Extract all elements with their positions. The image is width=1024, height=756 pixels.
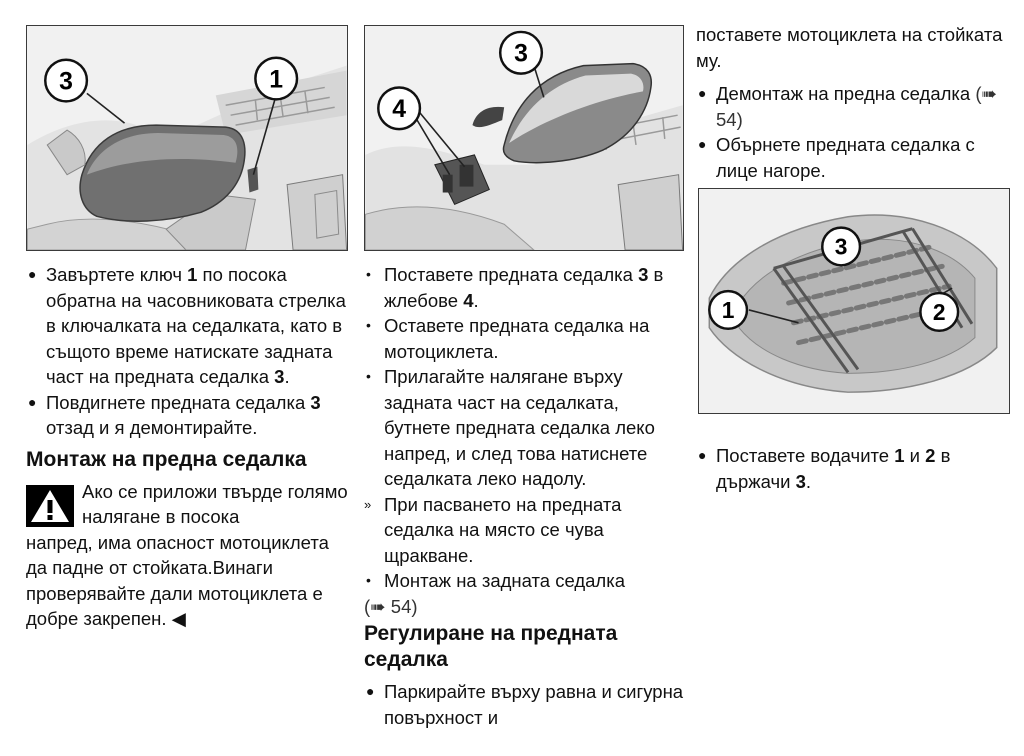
list-item: • Оставете предната седалка на мотоцикле… <box>366 315 650 362</box>
result-item: » При пасването на предната седалка на м… <box>364 493 622 566</box>
bullet-icon: ● <box>698 85 707 101</box>
figure-seat-underside: 3 1 2 <box>698 188 1010 414</box>
column-3-text-top: поставете мотоциклета на стойката му. ● … <box>696 22 1016 183</box>
column-1-text: ● Завъртете ключ 1 по посока обратна на … <box>26 262 348 632</box>
list-item: ● Обърнете предната седалка с лице нагор… <box>698 134 975 181</box>
callout-3: 3 <box>59 68 73 95</box>
seat-removal-illustration: 3 1 <box>27 26 347 250</box>
list-item: • Поставете предната седалка 3 в жлебове… <box>366 264 664 311</box>
list-item: ● Демонтаж на предна седалка (➠ 54) <box>698 83 997 130</box>
callout-2: 2 <box>933 299 946 325</box>
column-2-text: • Поставете предната седалка 3 в жлебове… <box>364 262 684 730</box>
page-reference[interactable]: (➠ 54) <box>364 595 418 617</box>
bullet-icon: ● <box>28 393 37 410</box>
warning-text-first: Ако се приложи твърде голямо налягане в … <box>82 480 348 528</box>
figure-seat-install: 4 3 <box>364 25 684 251</box>
list-item: • Прилагайте налягане върху задната част… <box>366 366 655 489</box>
callout-1: 1 <box>269 66 283 93</box>
warning-text: напред, има опасност мотоциклета да падн… <box>26 531 329 630</box>
warning-icon <box>26 484 74 527</box>
list-item: ● Завъртете ключ 1 по посока обратна на … <box>28 264 346 387</box>
warning-block: Ако се приложи твърде голямо налягане в … <box>26 479 348 632</box>
callout-3: 3 <box>835 233 848 259</box>
bullet-icon: ● <box>28 266 37 282</box>
callout-1: 1 <box>722 297 735 323</box>
continued-text: поставете мотоциклета на стойката му. <box>696 24 1003 71</box>
bullet-icon: • <box>366 317 371 333</box>
bullet-icon: • <box>366 368 371 384</box>
column-3-text-bottom: ● Поставете водачите 1 и 2 в държачи 3. <box>696 443 996 494</box>
bullet-icon: • <box>366 266 371 282</box>
seat-install-illustration: 4 3 <box>365 26 683 250</box>
callout-4: 4 <box>392 96 406 123</box>
end-mark: ◀ <box>171 608 186 629</box>
callout-3: 3 <box>514 41 528 68</box>
result-arrow-icon: » <box>364 496 372 512</box>
list-item: ● Повдигнете предната седалка 3 отзад и … <box>28 391 321 439</box>
list-item: • Монтаж на задната седалка (➠ 54) <box>364 570 625 617</box>
list-item: ● Поставете водачите 1 и 2 в държачи 3. <box>698 445 951 492</box>
section-heading: Монтаж на предна седалка <box>26 447 307 471</box>
bullet-icon: ● <box>366 683 375 699</box>
figure-seat-removal: 3 1 <box>26 25 348 251</box>
page-reference[interactable]: (➠ 54) <box>716 83 997 130</box>
bullet-icon: ● <box>698 136 707 152</box>
list-item: ● Паркирайте върху равна и сигурна повър… <box>366 681 684 728</box>
bullet-icon: ● <box>698 447 707 463</box>
bullet-icon: • <box>366 572 371 588</box>
section-heading: Регулиране на предната седалка <box>364 622 618 671</box>
seat-underside-illustration: 3 1 2 <box>699 189 1009 413</box>
